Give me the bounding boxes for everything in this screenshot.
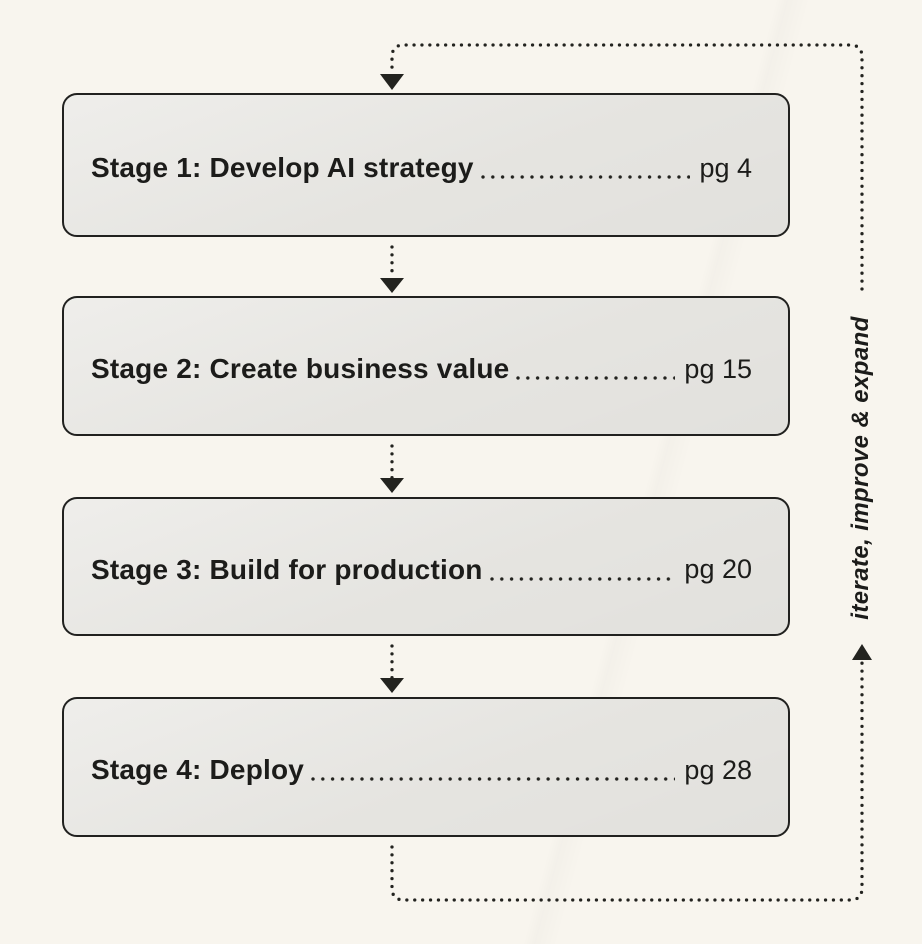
connector-3-4-arrow-down-icon — [380, 678, 404, 693]
stage-box-4: Stage 4: Deploy pg 28 — [62, 697, 790, 837]
stage-1-page-ref: pg 4 — [699, 152, 752, 183]
stage-4-page-ref: pg 28 — [684, 754, 752, 785]
stage-box-2: Stage 2: Create business value pg 15 — [62, 296, 790, 436]
loop-entry-arrow-down-icon — [380, 74, 404, 90]
stage-2-page-ref: pg 15 — [684, 353, 752, 384]
stage-1-label: Stage 1: Develop AI strategy — [91, 152, 474, 183]
stage-box-1: Stage 1: Develop AI strategy pg 4 — [62, 93, 790, 237]
stage-3-page-ref: pg 20 — [684, 554, 752, 584]
dot-leader — [480, 175, 691, 179]
stage-box-3: Stage 3: Build for production pg 20 — [62, 497, 790, 636]
stage-4-label: Stage 4: Deploy — [91, 754, 305, 785]
loop-label: iterate, improve & expand — [847, 316, 874, 620]
connector-1-2-arrow-down-icon — [380, 278, 404, 293]
connector-2-3-arrow-down-icon — [380, 478, 404, 493]
dot-leader — [489, 576, 676, 581]
dot-leader — [516, 376, 676, 380]
stage-3-label: Stage 3: Build for production — [91, 553, 483, 585]
stage-2-label: Stage 2: Create business value — [91, 353, 510, 384]
dot-leader — [311, 777, 676, 781]
